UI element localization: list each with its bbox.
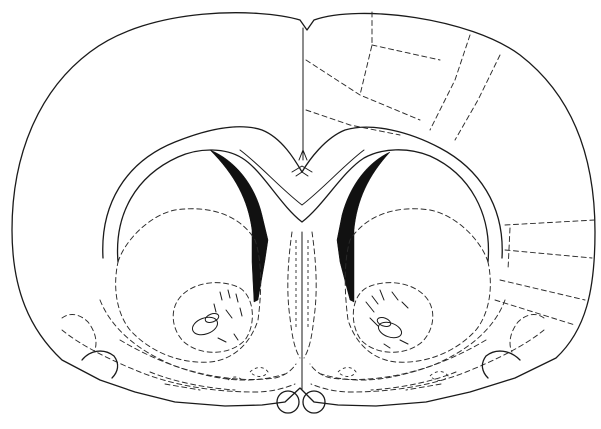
septum-right-dashes <box>304 232 316 358</box>
lateral-lobe-right-dash <box>510 315 544 352</box>
ventral-layer-left-4 <box>150 372 235 390</box>
lateral-lobe-left-dash <box>62 315 96 352</box>
striatum-left <box>116 209 261 362</box>
ventral-layer-right-4 <box>371 372 456 390</box>
ventral-small-ovals-left <box>228 368 268 381</box>
corpus-callosum-midcurve <box>240 150 364 205</box>
midline-fissure <box>299 28 307 160</box>
oval-left-1 <box>190 314 220 338</box>
striatum-right <box>345 209 490 362</box>
ventral-small-ovals-right <box>338 368 448 381</box>
ventral-layer-left-1 <box>62 330 295 392</box>
lateral-lobe-right <box>482 351 520 378</box>
ventral-layer-right-1 <box>311 330 544 392</box>
septum-left-dashes <box>288 232 300 358</box>
